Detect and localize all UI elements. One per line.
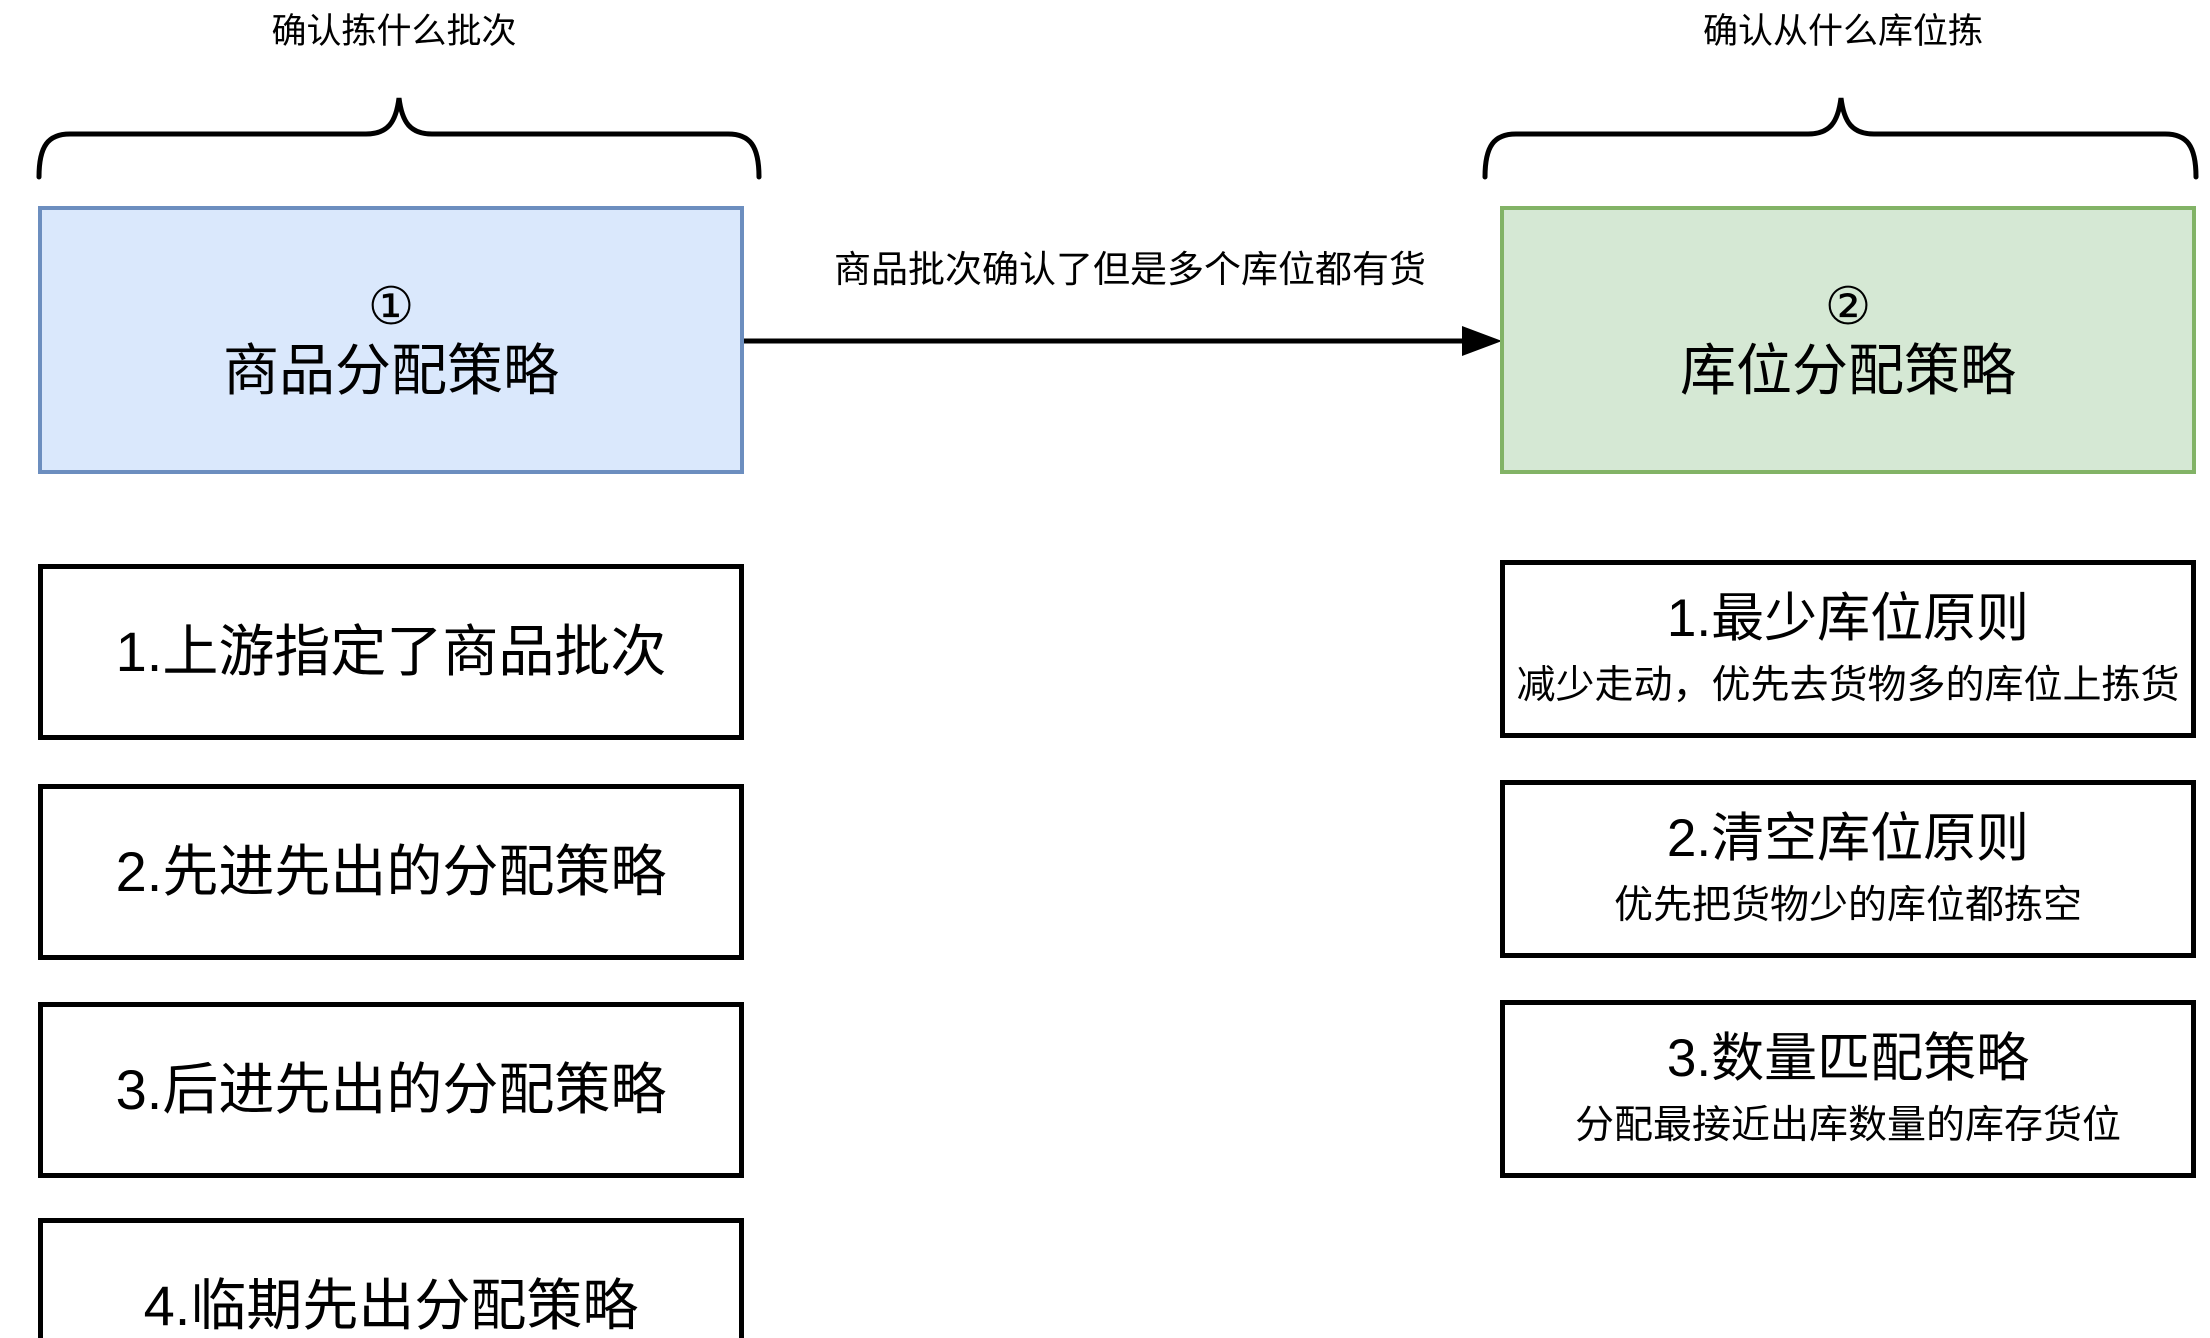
flow-arrow-icon (744, 326, 1502, 356)
product-strategy-title: 商品分配策略 (223, 339, 559, 402)
location-strategy-title: 库位分配策略 (1680, 339, 2016, 402)
right-brace-icon (1482, 97, 2199, 180)
item-label: 4.临期先出分配策略 (143, 1274, 639, 1337)
right-brace-label: 确认从什么库位拣 (1702, 12, 1983, 51)
left-brace-icon (36, 97, 762, 180)
product-strategy-box: ① 商品分配策略 (38, 206, 744, 474)
item-title: 1.最少库位原则 (1666, 589, 2030, 648)
product-strategy-item-4: 4.临期先出分配策略 (38, 1218, 744, 1338)
left-brace-label: 确认拣什么批次 (271, 12, 517, 51)
product-strategy-item-3: 3.后进先出的分配策略 (38, 1002, 744, 1178)
step-number-2: ② (1824, 278, 1872, 336)
item-subtitle: 分配最接近出库数量的库存货位 (1574, 1104, 2121, 1147)
step-number-1: ① (367, 278, 415, 336)
item-title: 3.数量匹配策略 (1666, 1029, 2030, 1088)
item-label: 2.先进先出的分配策略 (115, 840, 667, 903)
item-subtitle: 优先把货物少的库位都拣空 (1613, 884, 2082, 927)
location-strategy-item-1: 1.最少库位原则 减少走动，优先去货物多的库位上拣货 (1500, 560, 2196, 738)
location-strategy-item-3: 3.数量匹配策略 分配最接近出库数量的库存货位 (1500, 1000, 2196, 1178)
item-title: 2.清空库位原则 (1666, 809, 2030, 868)
item-label: 1.上游指定了商品批次 (115, 620, 667, 683)
product-strategy-item-1: 1.上游指定了商品批次 (38, 564, 744, 740)
item-label: 3.后进先出的分配策略 (115, 1058, 667, 1121)
flow-arrow-label: 商品批次确认了但是多个库位都有货 (834, 249, 1426, 290)
product-strategy-item-2: 2.先进先出的分配策略 (38, 784, 744, 960)
item-subtitle: 减少走动，优先去货物多的库位上拣货 (1516, 664, 2180, 707)
location-strategy-box: ② 库位分配策略 (1500, 206, 2196, 474)
location-strategy-item-2: 2.清空库位原则 优先把货物少的库位都拣空 (1500, 780, 2196, 958)
